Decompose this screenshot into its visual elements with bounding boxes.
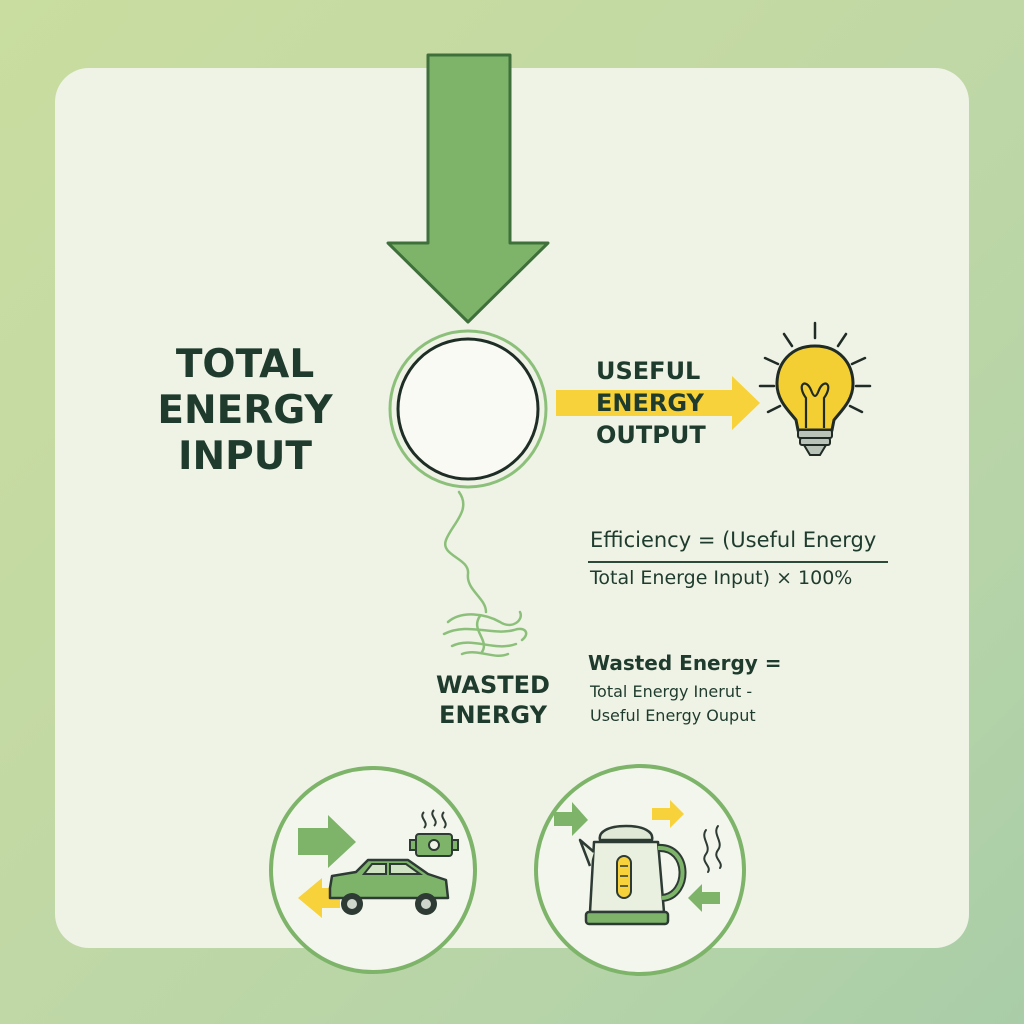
kettle-input-arrow: [554, 802, 588, 836]
kettle-waste-arrow: [688, 884, 720, 912]
diagram-card: [55, 68, 969, 948]
light-bulb-icon: [758, 321, 872, 456]
wasted-energy-label: WASTED ENERGY: [436, 671, 550, 729]
wasted-energy-formula-title: Wasted Energy =: [588, 651, 782, 675]
car-input-arrow: [298, 815, 356, 868]
wasted-energy-squiggle: [444, 490, 488, 614]
wasted-energy-formula-line2: Useful Energy Ouput: [590, 706, 756, 725]
efficiency-fraction-line: [588, 561, 888, 563]
converter-circle: [396, 337, 540, 481]
kettle-icon: [578, 824, 687, 926]
car-icon: [328, 858, 450, 915]
engine-icon: [409, 809, 459, 857]
output-arrow: [556, 376, 760, 430]
efficiency-formula-denominator: Total Energe Input) × 100%: [590, 567, 853, 589]
input-arrow: [386, 53, 550, 324]
useful-energy-output-label: USEFUL ENERGY OUTPUT: [596, 357, 706, 449]
wasted-energy-swirl: [442, 610, 528, 657]
heat-waves-icon: [703, 825, 722, 873]
efficiency-formula-numerator: Efficiency = (Useful Energy: [590, 528, 877, 552]
converter-ring-outer: [388, 329, 548, 489]
kettle-output-arrow: [652, 800, 684, 828]
total-energy-input-label: TOTAL ENERGY INPUT: [157, 342, 333, 479]
wasted-energy-formula-line1: Total Energy Inerut -: [590, 682, 753, 701]
